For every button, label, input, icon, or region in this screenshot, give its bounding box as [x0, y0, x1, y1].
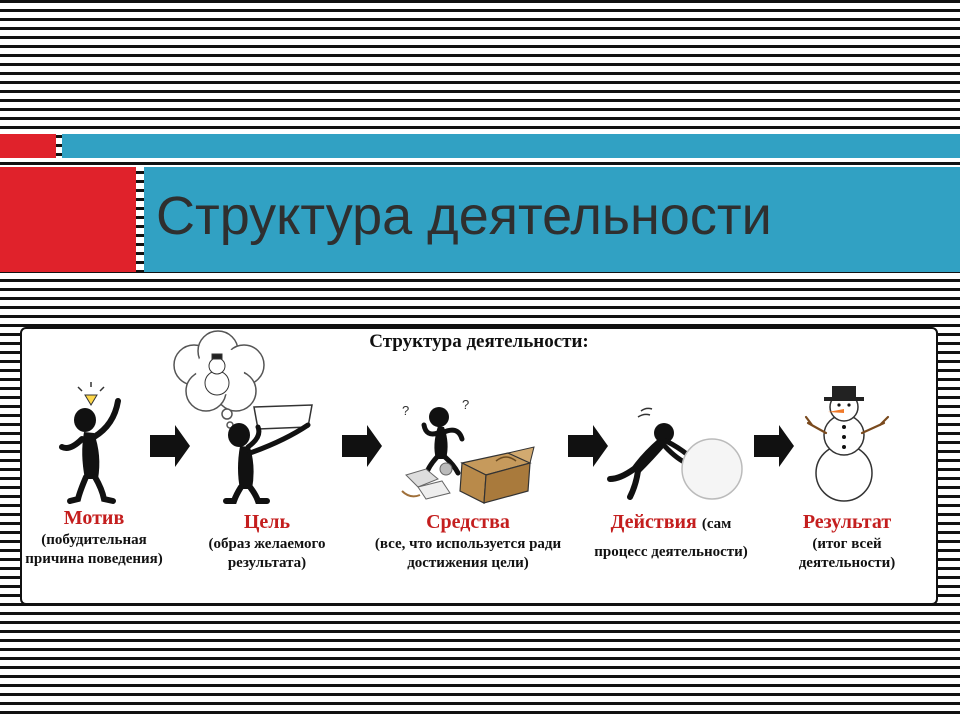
stage-description: (образ желаемого результата) — [208, 536, 326, 571]
svg-text:?: ? — [402, 403, 409, 418]
stage-name-line: Действия (сам процесс деятельности) — [588, 509, 754, 565]
stage-description: (сам процесс деятельности) — [594, 516, 748, 560]
right-arrow-icon — [342, 425, 382, 467]
person-with-box-and-tools-icon: ? ? — [401, 397, 535, 504]
thought-bubble — [173, 330, 265, 429]
svg-text:?: ? — [462, 397, 469, 412]
person-holding-sign-icon — [173, 330, 313, 504]
stage-name: Цель — [243, 511, 291, 533]
diagram-heading: Структура деятельности: — [369, 331, 589, 352]
accent-bar-blue — [62, 134, 960, 158]
right-arrow-icon — [754, 425, 794, 467]
stage-name: Средства — [426, 511, 510, 533]
person-rolling-snowball-icon — [607, 407, 743, 500]
right-arrow-icon — [150, 425, 190, 467]
stage-name: Результат — [802, 511, 892, 533]
snowman-thought-icon — [204, 353, 230, 396]
diagram-illustrations: ? ? — [59, 330, 890, 504]
stage-description: (все, что используется ради достижения ц… — [374, 536, 562, 571]
stage-name: Действия — [610, 511, 697, 533]
stage-caption-goal: Цель (образ желаемого результата) — [182, 509, 352, 573]
stage-caption-result: Результат (итог всей деятельности) — [772, 509, 922, 573]
snowman-icon — [804, 386, 890, 502]
title-band: Структура деятельности — [144, 167, 960, 272]
stage-name: Мотив — [63, 507, 125, 529]
diagram-panel: Структура деятельности: — [20, 327, 938, 605]
stage-description: (побудительная причина поведения) — [25, 532, 163, 567]
stage-caption-means: Средства (все, что используется ради дос… — [368, 509, 568, 573]
stage-caption-actions: Действия (сам процесс деятельности) — [588, 509, 754, 565]
accent-bar-red — [0, 134, 56, 158]
right-arrow-icon — [568, 425, 608, 467]
accent-block-red — [0, 167, 136, 272]
person-with-lightbulb-icon — [59, 382, 121, 504]
slide-title: Структура деятельности — [156, 186, 772, 246]
stage-caption-motive: Мотив (побудительная причина поведения) — [24, 505, 164, 569]
stage-description: (итог всей деятельности) — [798, 536, 896, 571]
